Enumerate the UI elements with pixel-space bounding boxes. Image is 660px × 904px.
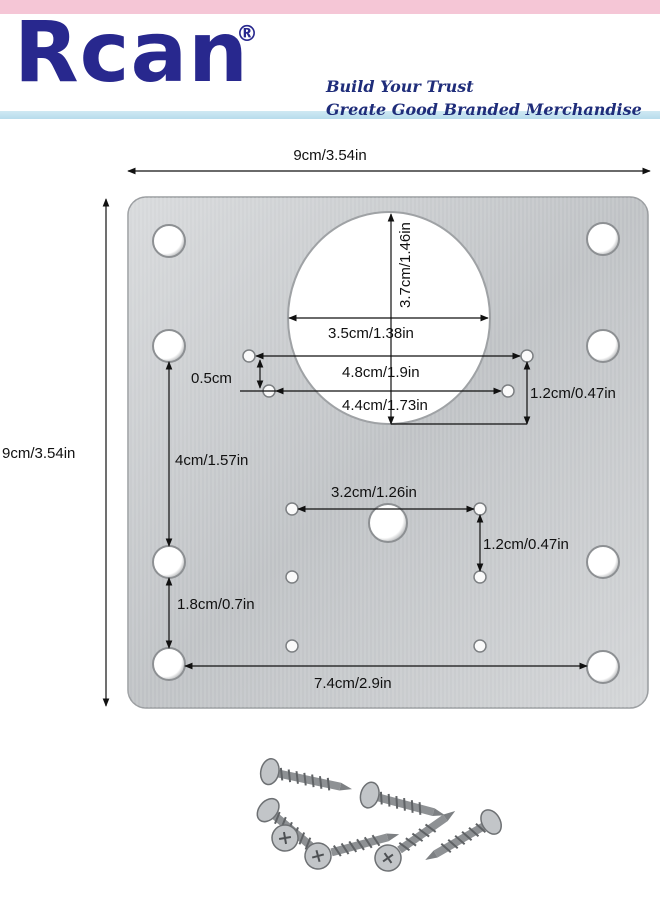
- screw-icon: [256, 758, 502, 872]
- registered-mark: ®: [236, 22, 258, 47]
- small-offset-label: 0.5cm: [191, 370, 232, 387]
- center-vertical-label: 1.2cm/0.47in: [483, 536, 569, 553]
- right-vertical-label: 1.2cm/0.47in: [530, 385, 616, 402]
- brand-logo: Rcan: [14, 3, 249, 101]
- header-bottom-stripe: [0, 111, 660, 119]
- overall-width-label: 9cm/3.54in: [293, 147, 366, 164]
- header-top-stripe: [0, 0, 660, 14]
- hinge-repair-plate-icon: [127, 196, 649, 709]
- big-hole-height-label: 3.7cm/1.46in: [397, 222, 414, 308]
- tagline-2: Greate Good Branded Merchandise: [326, 100, 642, 119]
- bottom-left-vertical-label: 1.8cm/0.7in: [177, 596, 255, 613]
- left-vertical-label: 4cm/1.57in: [175, 452, 248, 469]
- tagline-1: Build Your Trust: [326, 77, 474, 96]
- overall-height-label: 9cm/3.54in: [2, 445, 75, 462]
- lower-span-label: 4.4cm/1.73in: [342, 397, 428, 414]
- dimension-lines: [102, 167, 651, 707]
- bottom-span-label: 7.4cm/2.9in: [314, 675, 392, 692]
- big-hole-width-label: 3.5cm/1.38in: [328, 325, 414, 342]
- upper-span-label: 4.8cm/1.9in: [342, 364, 420, 381]
- center-span-label: 3.2cm/1.26in: [331, 484, 417, 501]
